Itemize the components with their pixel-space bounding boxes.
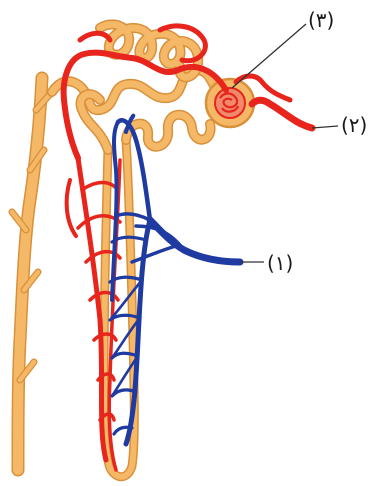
label-3: (۳) [308, 10, 334, 30]
collecting-duct [12, 78, 52, 470]
label-1: (۱) [267, 253, 293, 273]
leader-line-2 [312, 126, 338, 128]
leader-line-3 [232, 24, 306, 88]
convoluted-tubules [52, 24, 226, 150]
bowmans-capsule [206, 79, 254, 127]
label-2: (۲) [341, 115, 367, 135]
leader-lines [232, 24, 338, 262]
